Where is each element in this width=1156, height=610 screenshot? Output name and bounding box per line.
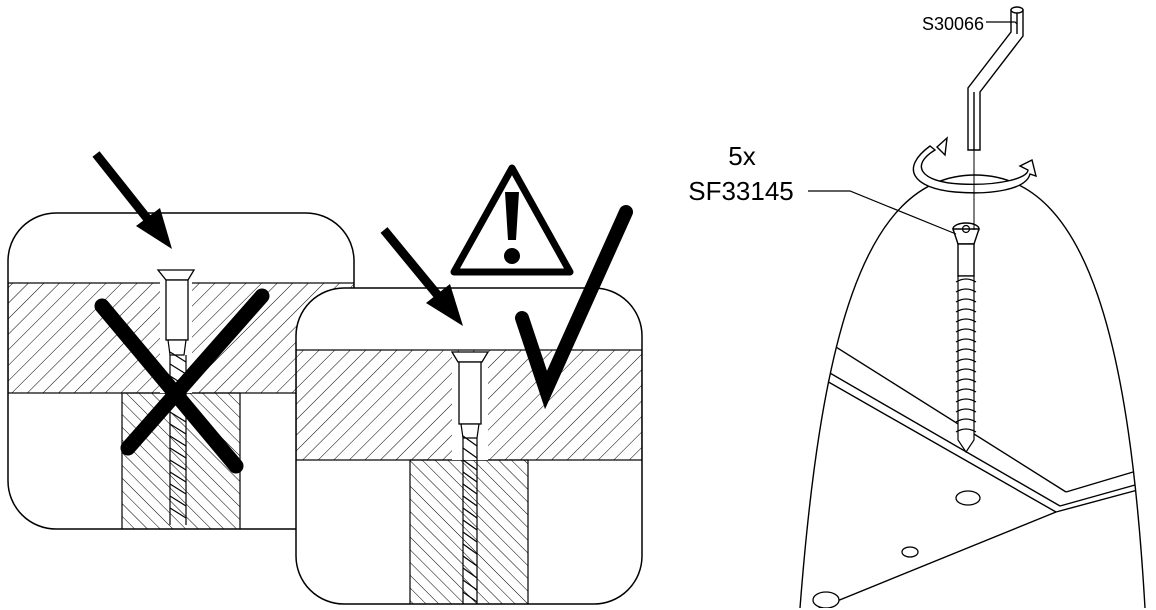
screw-threads [462,435,478,604]
hole [955,490,981,506]
hole [901,546,919,558]
insertion-arrow-icon [380,227,463,326]
screw-part [952,222,980,454]
detail-view [799,6,1146,609]
panel-frame [295,287,643,605]
tool-leader-line [986,21,1018,25]
tool-part-label: S30066 [922,14,984,34]
cross-mark-icon [94,288,270,474]
screw-part-label: SF33145 [688,176,794,206]
rotation-arrow-icon [912,136,1037,194]
screw-threads [955,278,977,433]
hole [812,591,840,608]
detail-callout-outline [799,174,1146,609]
warning-triangle-icon [450,164,574,276]
screw-leader-line [808,190,957,235]
screw-quantity-label: 5x [728,141,755,171]
check-mark-icon [515,205,633,410]
correct-example-panel [295,164,643,605]
insertion-arrow-icon [92,151,172,249]
